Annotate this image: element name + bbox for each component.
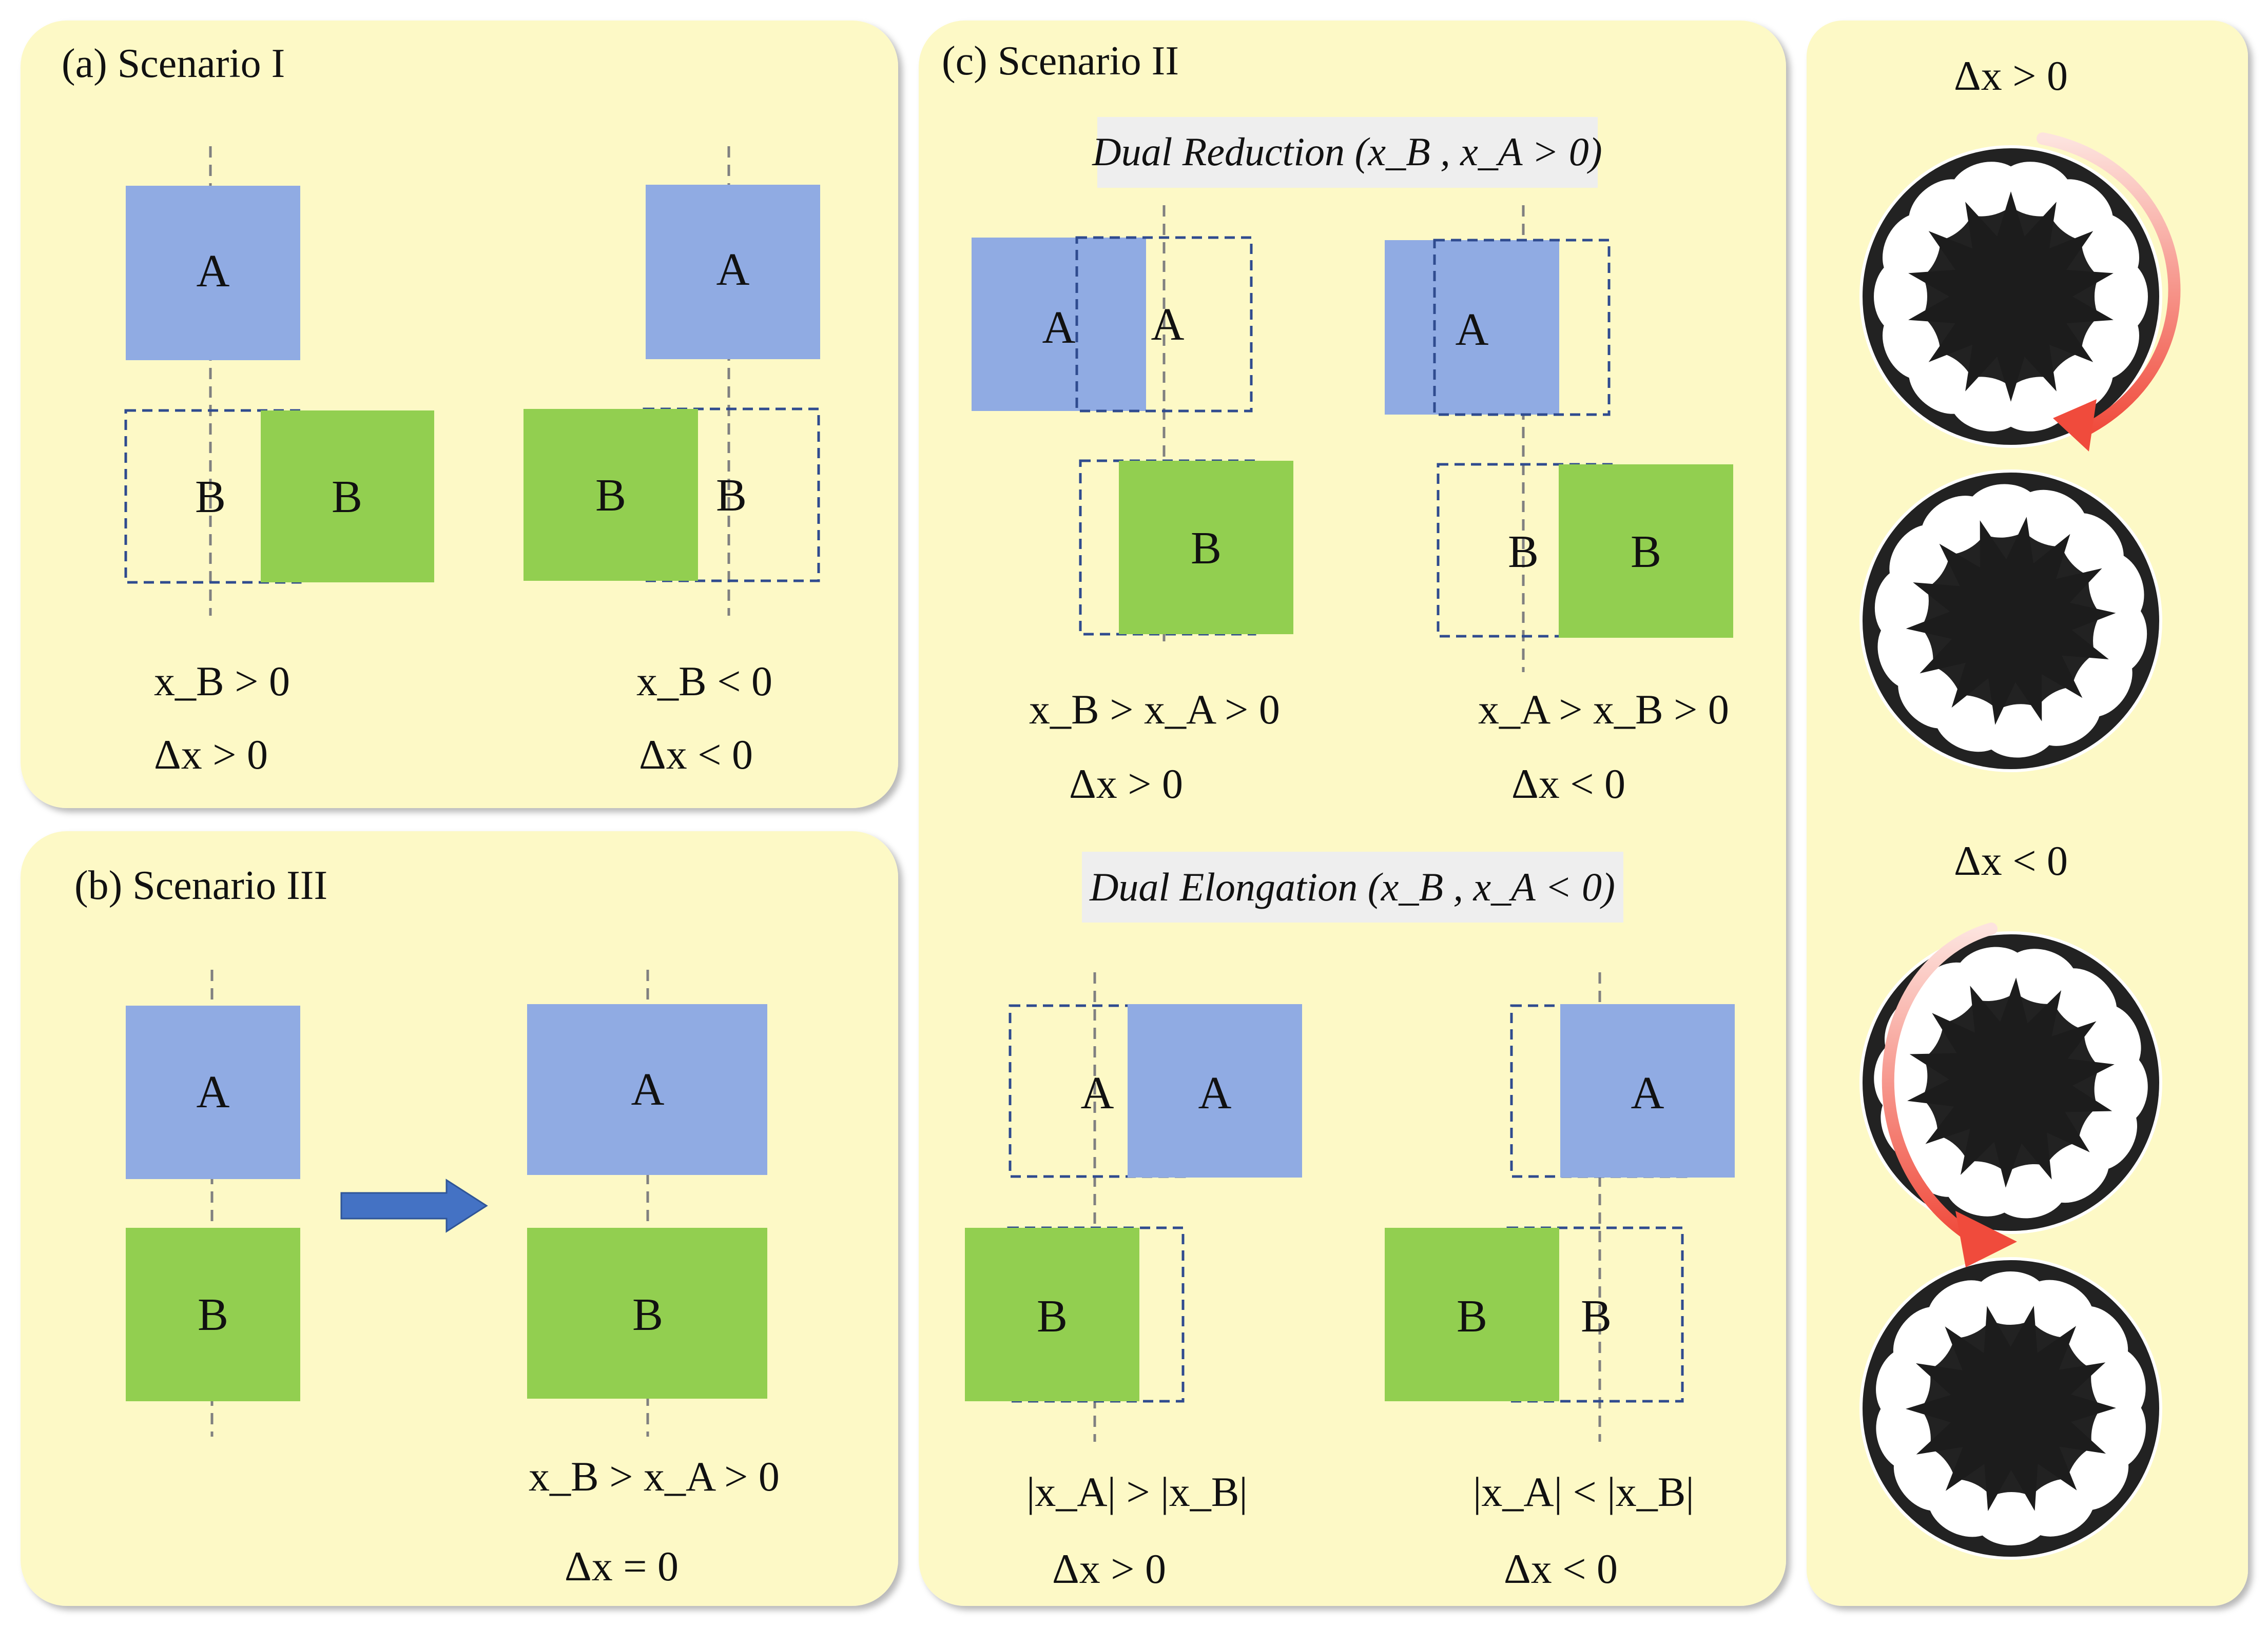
box-a — [972, 238, 1146, 411]
box-a-ghost-label: A — [1151, 299, 1185, 350]
box-b-ghost-label: B — [716, 470, 747, 521]
box-a-label: A — [1456, 304, 1489, 355]
box-b-ghost — [643, 407, 820, 582]
panel-d-label-bottom: Δx < 0 — [1954, 837, 2068, 884]
rotation-arrow-icon — [1882, 923, 1998, 1243]
box-a-ghost — [1433, 239, 1611, 416]
box-a — [1385, 240, 1559, 415]
box-a — [1128, 1004, 1302, 1178]
condition-2: Δx < 0 — [639, 731, 753, 778]
box-a-label: A — [1631, 1068, 1664, 1119]
condition-1: x_B > x_A > 0 — [529, 1453, 780, 1500]
panel-a-title: (a) Scenario I — [62, 41, 285, 86]
rotation-arrow-icon — [2037, 132, 2181, 437]
box-a-label: A — [716, 244, 750, 295]
box-b-ghost — [1437, 463, 1614, 638]
box-b-ghost-label: B — [1581, 1291, 1612, 1342]
box-a-ghost — [1075, 236, 1253, 413]
box-b-label: B — [1457, 1291, 1487, 1342]
condition-1: |x_A| < |x_B| — [1473, 1468, 1694, 1515]
box-b-label: B — [1191, 523, 1222, 574]
rotor-image — [1859, 469, 2162, 772]
condition-1: x_B < 0 — [636, 658, 772, 704]
caption-box — [1082, 852, 1623, 923]
box-a-label: A — [631, 1064, 665, 1115]
panel-c-title: (c) Scenario II — [942, 38, 1179, 84]
box-a — [527, 1004, 767, 1175]
caption-reduction: Dual Reduction (x_B , x_A > 0) — [1092, 129, 1602, 174]
panel-c-background — [919, 21, 1786, 1606]
rotation-arrow-head-icon — [1955, 1211, 2017, 1267]
condition-2: Δx = 0 — [565, 1543, 679, 1590]
box-b — [261, 410, 434, 582]
box-a — [646, 185, 820, 359]
box-b — [1119, 461, 1293, 634]
condition-1: x_B > x_A > 0 — [1029, 686, 1280, 733]
box-b-label: B — [198, 1289, 228, 1340]
panel-c: (c) Scenario II Dual Reduction (x_B , x_… — [919, 21, 1786, 1606]
rotor-image — [1859, 145, 2162, 448]
box-a-label: A — [197, 246, 230, 297]
caption-elongation: Dual Elongation (x_B , x_A < 0) — [1089, 865, 1615, 909]
condition-1: x_B > 0 — [154, 658, 290, 704]
panel-b-title: (b) Scenario III — [74, 863, 327, 908]
box-b — [527, 1228, 767, 1399]
rotation-arrow-head-icon — [2053, 399, 2097, 452]
box-a-label: A — [1042, 302, 1076, 353]
condition-1: x_A > x_B > 0 — [1478, 686, 1729, 733]
condition-2: Δx > 0 — [1069, 760, 1183, 807]
caption-box — [1097, 117, 1598, 188]
box-b-label: B — [632, 1289, 663, 1340]
box-b-ghost-label: B — [195, 472, 226, 522]
box-a — [126, 1006, 300, 1179]
box-b-ghost — [124, 409, 302, 584]
box-b-label: B — [1037, 1291, 1068, 1342]
box-a-label: A — [197, 1067, 230, 1118]
box-b — [126, 1228, 300, 1401]
right-arrow-icon — [340, 1179, 488, 1233]
box-a-ghost-label: A — [1081, 1068, 1114, 1119]
rotor-image — [1859, 931, 2162, 1234]
box-b-ghost-label: B — [1508, 526, 1539, 577]
panel-b: (b) Scenario III A B A B x_B > x_A > 0 Δ… — [21, 831, 898, 1606]
box-a — [126, 186, 300, 360]
box-b — [524, 409, 698, 581]
box-a-label: A — [1198, 1068, 1232, 1119]
panel-d-background — [1807, 21, 2248, 1606]
box-b — [1559, 464, 1733, 638]
condition-2: Δx > 0 — [1052, 1545, 1166, 1592]
box-b-label: B — [595, 470, 626, 521]
rotor-image — [1859, 1257, 2162, 1560]
panel-a: (a) Scenario I A B B x_B > 0 Δx > 0 A B … — [21, 21, 898, 808]
condition-2: Δx < 0 — [1504, 1545, 1618, 1592]
box-a — [1560, 1004, 1735, 1178]
panel-d: Δx > 0 Δx < 0 — [1807, 21, 2248, 1606]
box-a-ghost — [1009, 1004, 1186, 1178]
box-b — [1385, 1228, 1559, 1401]
condition-2: Δx < 0 — [1511, 760, 1625, 807]
panel-d-label-top: Δx > 0 — [1954, 52, 2068, 99]
box-b-label: B — [332, 472, 362, 522]
condition-2: Δx > 0 — [154, 731, 268, 778]
box-b-label: B — [1631, 526, 1661, 577]
box-b — [965, 1228, 1139, 1401]
condition-1: |x_A| > |x_B| — [1026, 1468, 1248, 1515]
